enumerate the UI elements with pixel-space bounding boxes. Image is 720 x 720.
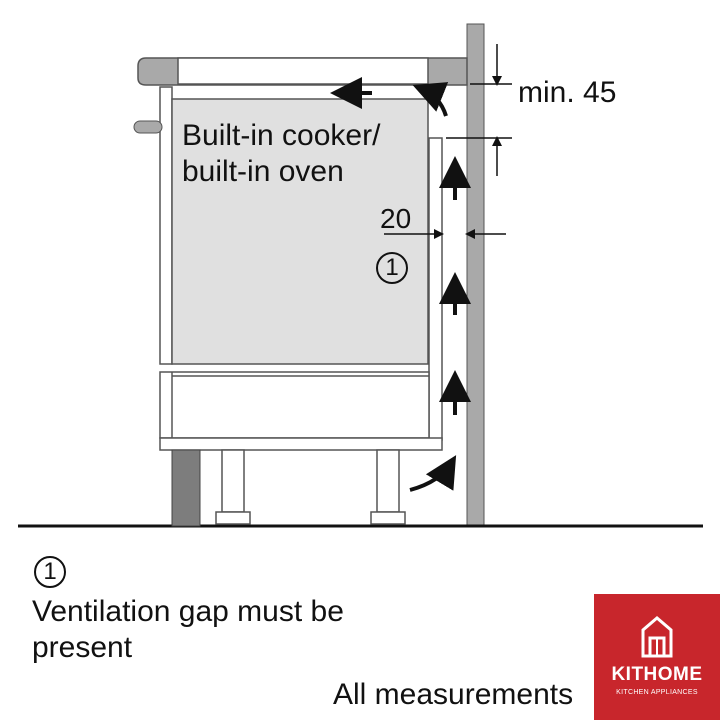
lower-drawer [159,371,430,439]
dimension-gap-20: 20 [380,203,412,234]
legend-marker: 1 [34,556,66,588]
back-panel [428,137,443,441]
hob-surface [177,57,429,85]
footnote: All measurements [333,678,574,711]
wall [466,23,485,527]
airflow-arrow-curve-top [412,82,449,117]
cabinet-foot-left [215,449,251,525]
plinth-post [171,449,201,527]
legend-text: Ventilation gap must be present [32,595,344,664]
logo-name: KITHOME [611,664,703,685]
kithome-logo: KITHOME KITCHEN APPLIANCES [594,594,720,720]
logo-tagline: KITCHEN APPLIANCES [616,689,698,696]
oven-knob [133,120,163,134]
callout-marker: 1 [376,252,408,284]
cabinet-base [159,437,443,451]
cabinet-foot-right [370,449,406,525]
cooker-label: Built-in cooker/ built-in oven [182,118,380,190]
house-icon [641,616,673,658]
dimension-min-45: min. 45 [518,76,617,109]
cooker-label-line2: built-in oven [182,155,344,188]
cooker-label-line1: Built-in cooker/ [182,119,381,152]
oven-body [171,98,429,365]
airflow-arrow-curve-bottom [409,455,457,492]
